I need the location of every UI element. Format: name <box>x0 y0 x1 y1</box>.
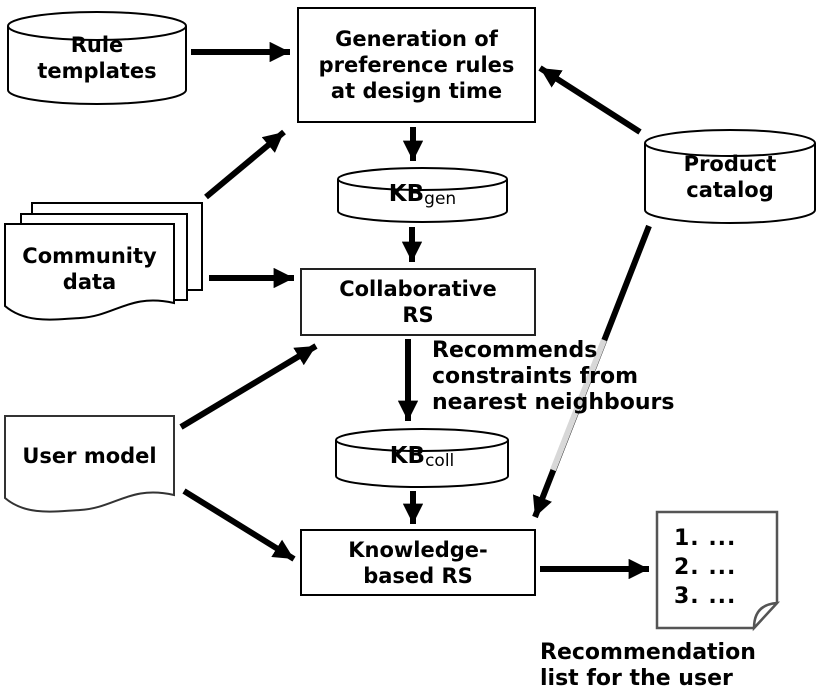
community-data-label: Community data <box>22 244 157 294</box>
collaborative-rs-label: Collaborative RS <box>339 277 497 327</box>
arrow-product-catalog-to-generation <box>538 65 642 135</box>
product-catalog-cylinder <box>644 129 816 224</box>
kb-gen-subscript: gen <box>424 189 457 209</box>
rule-templates-label: Rule templates <box>37 33 157 83</box>
knowledge-based-rs-box <box>300 529 536 596</box>
arrow-crossing-dim-segment <box>550 338 607 472</box>
kb-gen-name: KB <box>388 181 425 207</box>
user-model-document <box>4 415 175 513</box>
generation-label: Generation of preference rules at design… <box>318 27 515 103</box>
note-folded-corner <box>752 601 781 632</box>
arrow-user-model-to-collaborative <box>179 343 318 430</box>
arrow-community-data-to-generation <box>204 129 286 200</box>
arrow-user-model-to-knowledge <box>182 488 296 562</box>
kb-coll-cylinder <box>335 428 509 488</box>
product-catalog-label: Product catalog <box>683 151 777 202</box>
recommendation-list-annotation: Recommendation list for the user <box>540 640 756 691</box>
recommends-annotation: Recommends constraints from nearest neig… <box>432 338 675 415</box>
kb-gen-cylinder <box>337 167 508 223</box>
knowledge-based-rs-label: Knowledge- based RS <box>348 537 488 588</box>
rule-templates-cylinder <box>7 11 187 105</box>
user-model-label: User model <box>22 444 157 468</box>
community-data-documents <box>4 202 203 321</box>
generation-box <box>297 7 536 123</box>
kb-coll-name: KB <box>389 443 426 469</box>
recommendation-note <box>655 510 781 632</box>
kb-coll-subscript: coll <box>425 451 455 471</box>
collaborative-rs-box <box>300 268 536 336</box>
recommendation-note-label: 1. ... 2. ... 3. ... <box>674 526 737 609</box>
